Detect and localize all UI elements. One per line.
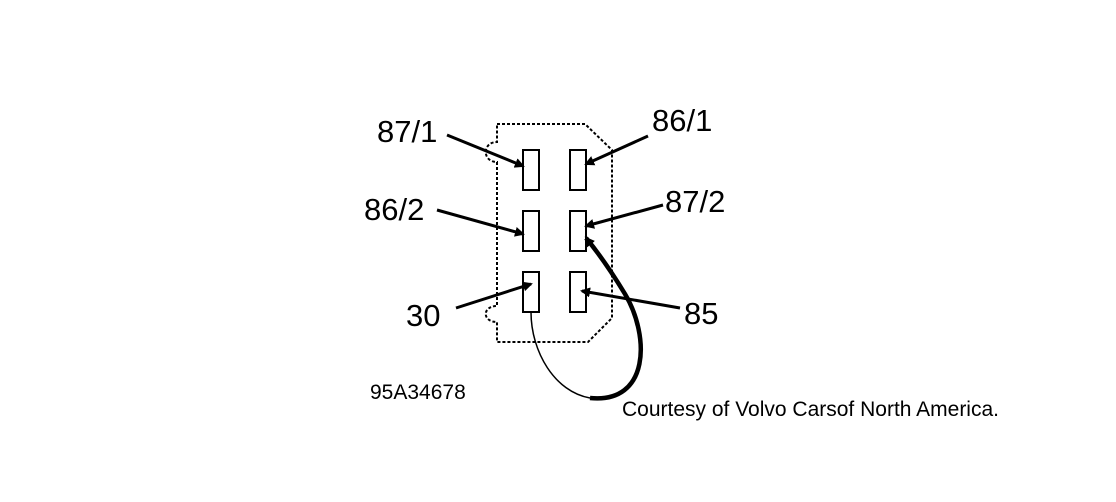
pin-87-2-terminal [569,210,587,252]
leader-86-2 [436,208,525,237]
leader-86-1 [584,134,649,166]
leader-85 [580,287,681,310]
pin-86-2-terminal [522,210,540,252]
label-85: 85 [684,296,718,331]
leader-87-2 [584,203,664,229]
pin-87-1-terminal [522,149,540,191]
jumper-wire-thick [584,236,643,401]
jumper-wire-thin [530,311,591,399]
label-87-1: 87/1 [377,114,437,149]
connector-housing [484,123,613,343]
courtesy-text: Courtesy of Volvo Carsof North America. [622,398,999,421]
label-86-1: 86/1 [652,103,712,138]
label-30: 30 [406,298,440,333]
leader-87-1 [446,133,525,168]
label-87-2: 87/2 [665,184,725,219]
figure-id: 95A34678 [370,381,466,404]
leader-30 [455,281,533,310]
pin-30-terminal [522,271,540,313]
label-86-2: 86/2 [364,192,424,227]
pin-86-1-terminal [569,149,587,191]
